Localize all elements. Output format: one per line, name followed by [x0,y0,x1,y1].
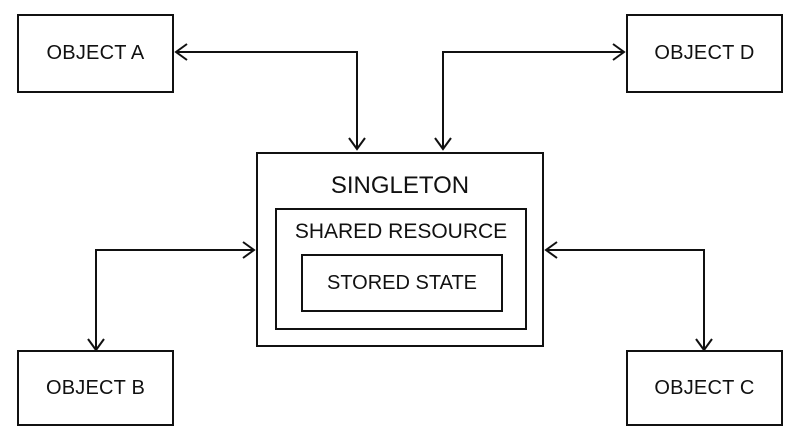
arrowhead-singleton-from-d [434,137,452,151]
object-b-label: OBJECT B [45,376,146,399]
arrowhead-singleton-from-a [348,137,366,151]
stored-state-box: STORED STATE [301,254,503,312]
arrowhead-object-a [174,43,188,61]
arrowhead-singleton-from-c [544,241,558,259]
object-c-label: OBJECT C [654,376,755,399]
connector-object-c [546,249,705,349]
stored-state-label: STORED STATE [326,271,478,294]
connector-object-d [442,51,624,148]
singleton-title: SINGLETON [330,172,470,199]
object-c-box: OBJECT C [626,350,783,426]
singleton-box: SINGLETON SHARED RESOURCE STORED STATE [256,152,544,347]
arrowhead-object-d [612,43,626,61]
object-d-label: OBJECT D [654,42,755,64]
object-d-box: OBJECT D [626,14,783,93]
arrowhead-singleton-from-b [242,241,256,259]
connector-object-b [95,249,254,349]
object-a-box: OBJECT A [17,14,174,93]
object-b-box: OBJECT B [17,350,174,426]
object-a-label: OBJECT A [46,42,145,64]
shared-resource-title: SHARED RESOURCE [294,220,508,243]
connector-object-a [176,51,358,148]
shared-resource-box: SHARED RESOURCE STORED STATE [275,208,527,330]
